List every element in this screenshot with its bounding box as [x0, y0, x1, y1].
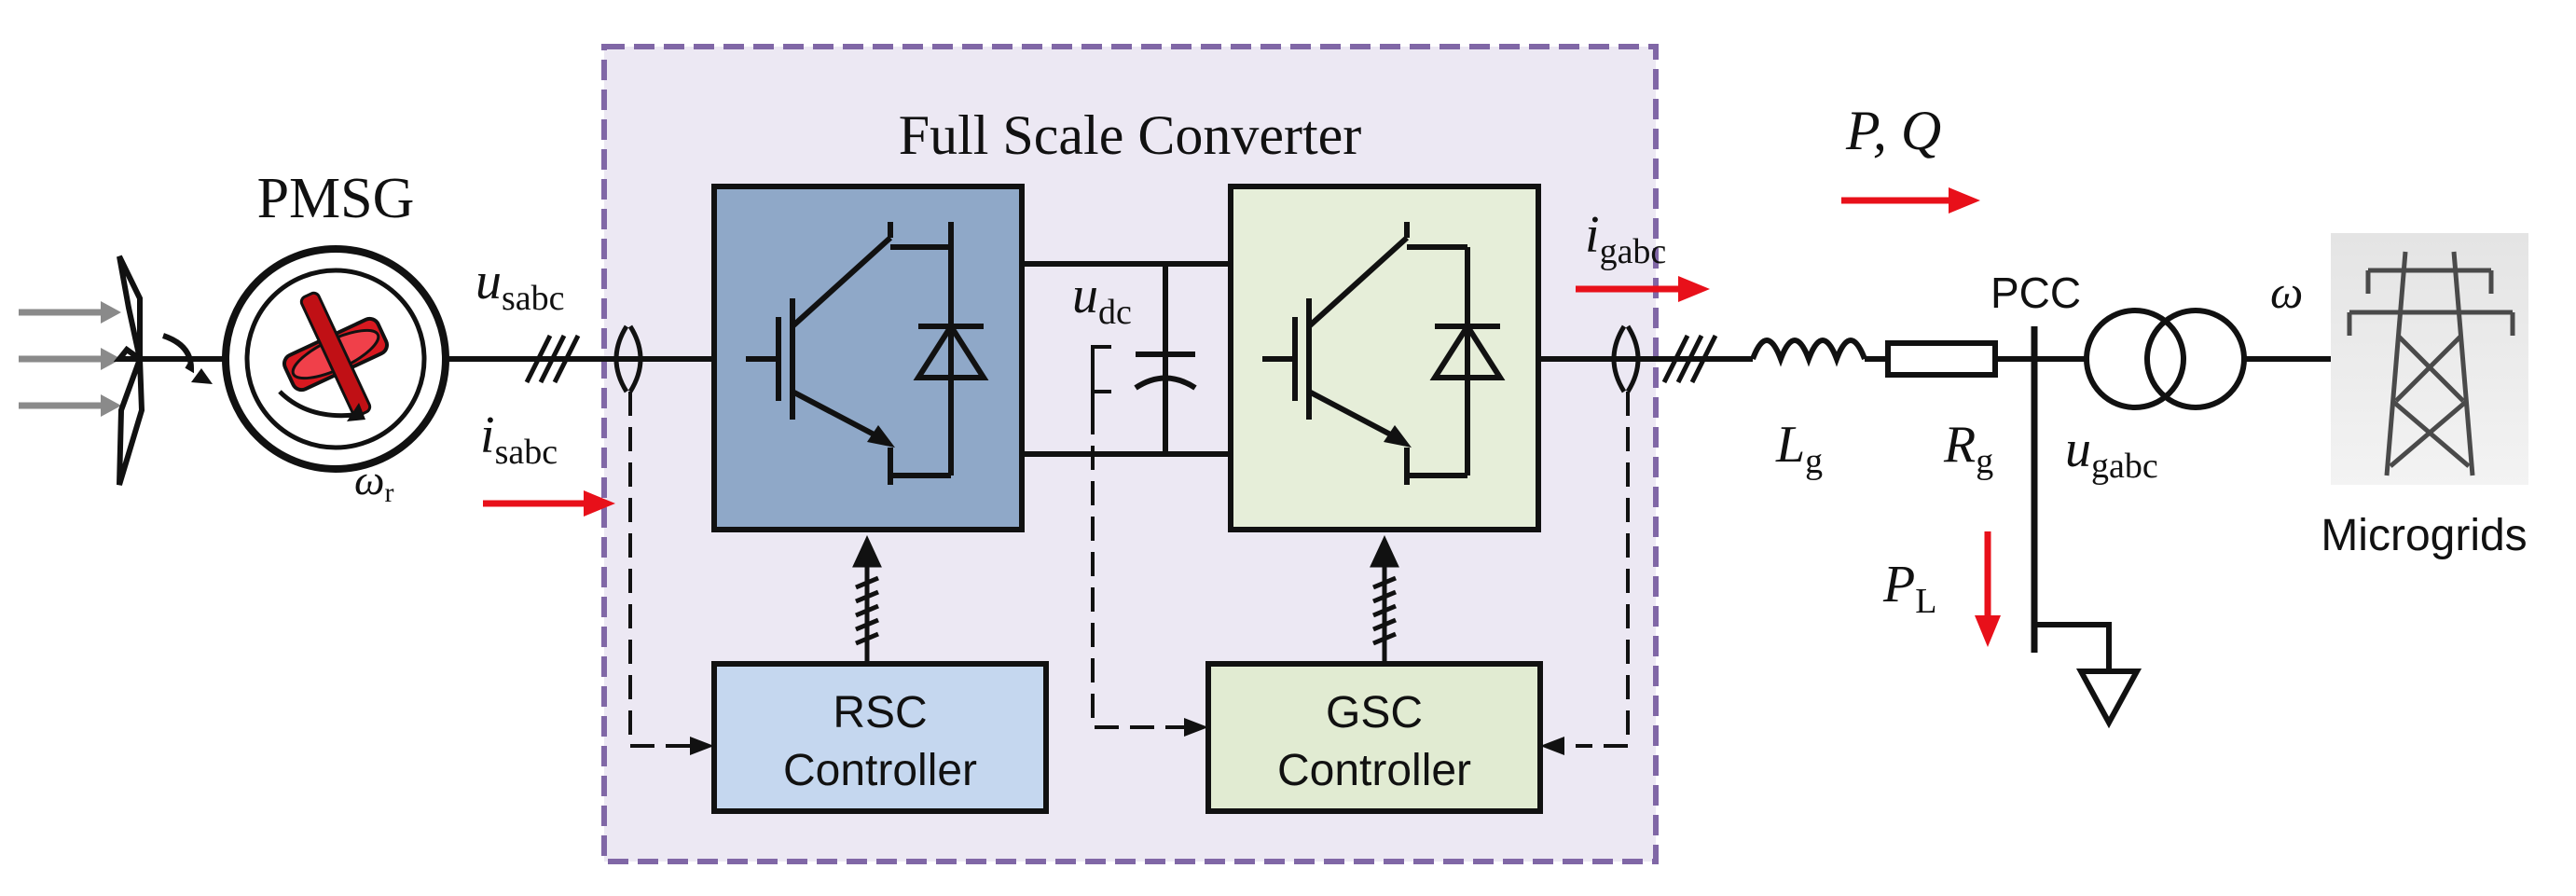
grid-current-arrow — [1576, 276, 1710, 302]
grid-measurement-line — [1576, 392, 1630, 748]
turbine-blades-icon — [113, 255, 224, 486]
grid-current-label: igabc — [1585, 206, 1666, 271]
inductor-label: Lg — [1775, 416, 1823, 481]
converter-title: Full Scale Converter — [899, 104, 1362, 166]
transformer-icon — [2084, 308, 2331, 410]
rsc-igbt-icon — [746, 222, 989, 485]
stator-measurement-line — [628, 392, 690, 748]
load-power-label: PL — [1882, 556, 1936, 621]
stator-current-arrow — [483, 490, 615, 517]
grid-frequency-label: ω — [2270, 266, 2303, 318]
power-flow-arrow — [1841, 187, 1980, 214]
rsc-gate-signal — [852, 535, 882, 664]
dc-capacitor-icon — [1134, 352, 1197, 391]
dc-link-wires — [1022, 261, 1231, 457]
power-flow-label: P, Q — [1845, 100, 1941, 161]
grid-three-phase-marks — [1661, 334, 1718, 384]
pmsg-label: PMSG — [257, 167, 415, 230]
gsc-igbt-icon — [1262, 222, 1506, 485]
rotor-icon — [278, 291, 390, 421]
stator-current-sensor — [613, 324, 643, 393]
rsc-controller-box: RSC Controller — [711, 661, 1049, 814]
stator-voltage-label: usabc — [475, 253, 565, 318]
grid-resistor-icon — [1885, 340, 1998, 378]
pcc-label: PCC — [1991, 269, 2081, 317]
grid-inductor-icon — [1750, 338, 1888, 367]
svg-text:Controller: Controller — [1277, 746, 1471, 795]
pmsg-generator-icon — [222, 245, 449, 473]
rotor-speed-label: ωr — [354, 456, 393, 508]
wind-arrows — [19, 301, 121, 417]
dc-voltage-label: udc — [1072, 267, 1132, 332]
svg-text:RSC: RSC — [833, 688, 927, 737]
stator-current-label: isabc — [480, 407, 558, 472]
dc-voltage-sensor — [1091, 345, 1111, 410]
microgrid-label: Microgrids — [2321, 511, 2527, 560]
svg-text:GSC: GSC — [1326, 688, 1423, 737]
load-power-arrow — [1975, 531, 2001, 647]
dc-measurement-line — [1091, 410, 1184, 729]
three-phase-marks — [524, 334, 581, 384]
load-ground-icon — [2034, 622, 2142, 729]
resistor-label: Rg — [1943, 416, 1993, 481]
svg-text:Controller: Controller — [783, 746, 977, 795]
gsc-controller-box: GSC Controller — [1205, 661, 1543, 814]
transmission-tower-icon — [2331, 233, 2528, 485]
gsc-gate-signal — [1370, 535, 1399, 664]
grid-current-sensor — [1611, 324, 1641, 393]
pcc-voltage-label: ugabc — [2065, 420, 2158, 486]
